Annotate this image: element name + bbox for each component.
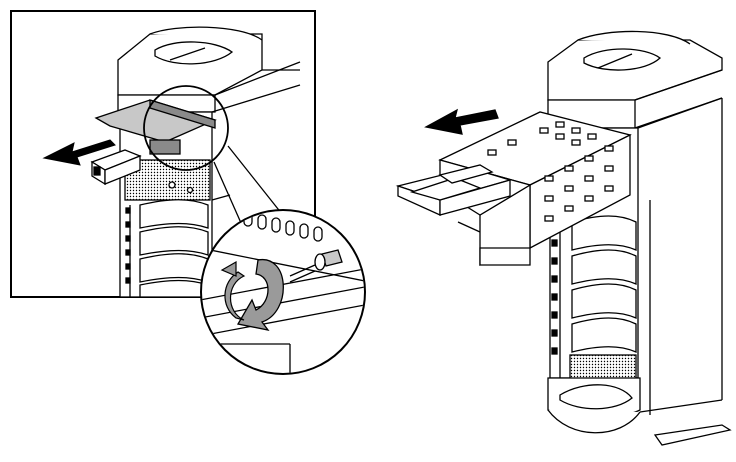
leader-line	[213, 161, 246, 233]
detail-magnifier-ring	[143, 85, 229, 171]
magnified-inset	[200, 209, 366, 375]
detail-tower-top	[117, 26, 301, 113]
overview-tower-top	[547, 30, 723, 129]
overview-panel	[395, 30, 732, 446]
overview-pull-arrow	[424, 108, 499, 135]
detail-panel	[10, 10, 316, 298]
counterclockwise-arrow-icon	[220, 259, 284, 331]
detail-sliding-tray	[90, 99, 217, 186]
thumbscrew	[289, 249, 343, 283]
overview-tower-base	[547, 377, 732, 446]
leader-line	[227, 145, 283, 215]
detail-pull-arrow	[42, 139, 116, 166]
overview-drive-cage	[395, 111, 632, 266]
